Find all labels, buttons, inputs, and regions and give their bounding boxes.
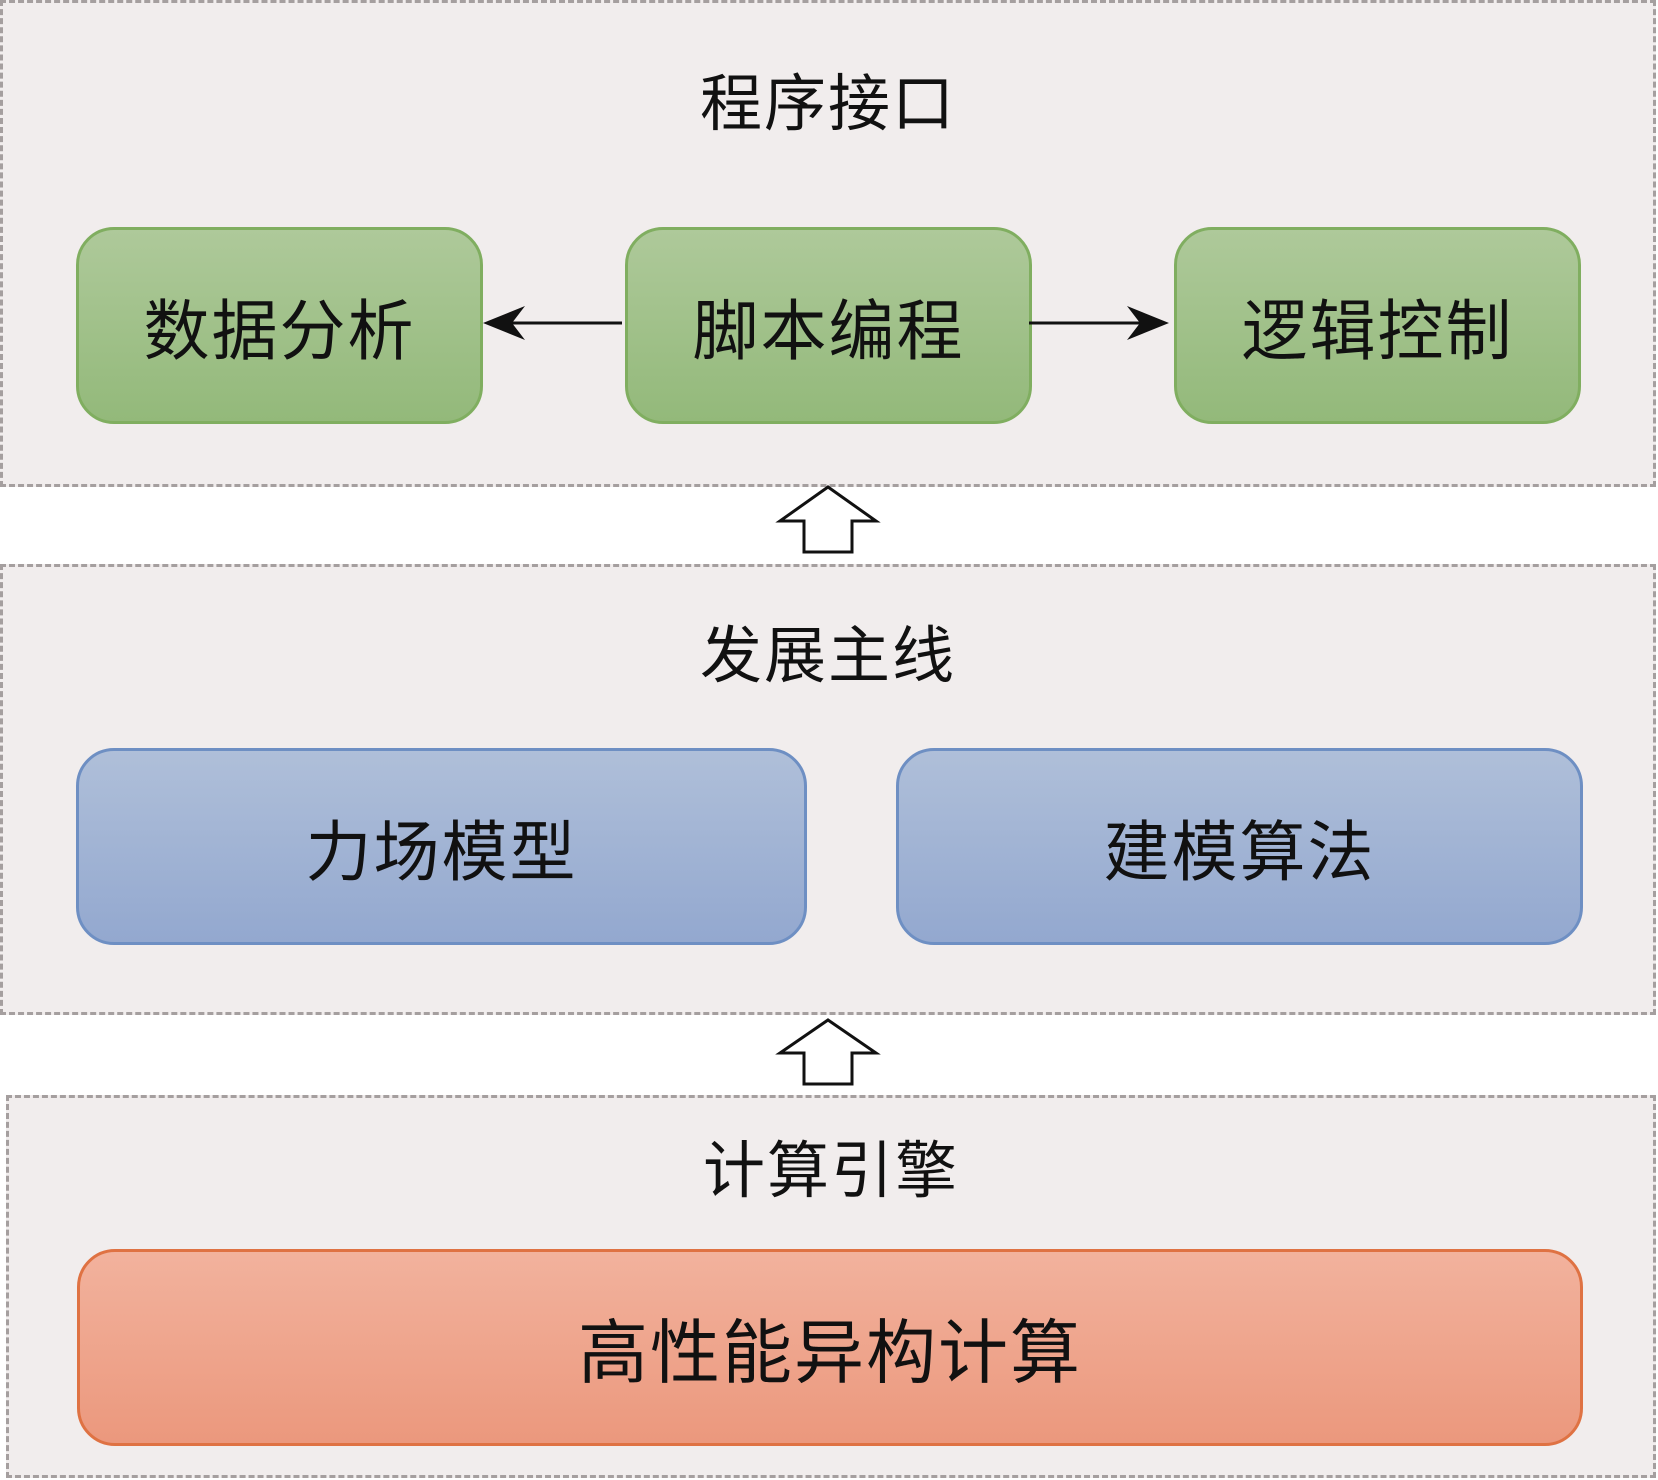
layer-program-interface: 程序接口 数据分析 脚本编程 逻辑控制 xyxy=(0,0,1656,487)
layer-title-program-interface: 程序接口 xyxy=(699,67,956,140)
layer-development-mainline: 发展主线 力场模型 建模算法 xyxy=(0,564,1656,1015)
layer-title-development-mainline: 发展主线 xyxy=(699,619,956,692)
block-arrow-up-upper xyxy=(775,485,881,554)
box-script-programming: 脚本编程 xyxy=(625,227,1032,424)
box-logic-control: 逻辑控制 xyxy=(1174,227,1581,424)
box-force-field-model: 力场模型 xyxy=(76,748,807,945)
layer-compute-engine: 计算引擎 高性能异构计算 xyxy=(6,1095,1656,1478)
box-high-performance-heterogeneous-computing: 高性能异构计算 xyxy=(77,1249,1583,1446)
block-arrow-up-lower xyxy=(775,1018,881,1086)
box-modeling-algorithm: 建模算法 xyxy=(896,748,1583,945)
layer-title-compute-engine: 计算引擎 xyxy=(702,1134,959,1207)
box-data-analysis: 数据分析 xyxy=(76,227,483,424)
